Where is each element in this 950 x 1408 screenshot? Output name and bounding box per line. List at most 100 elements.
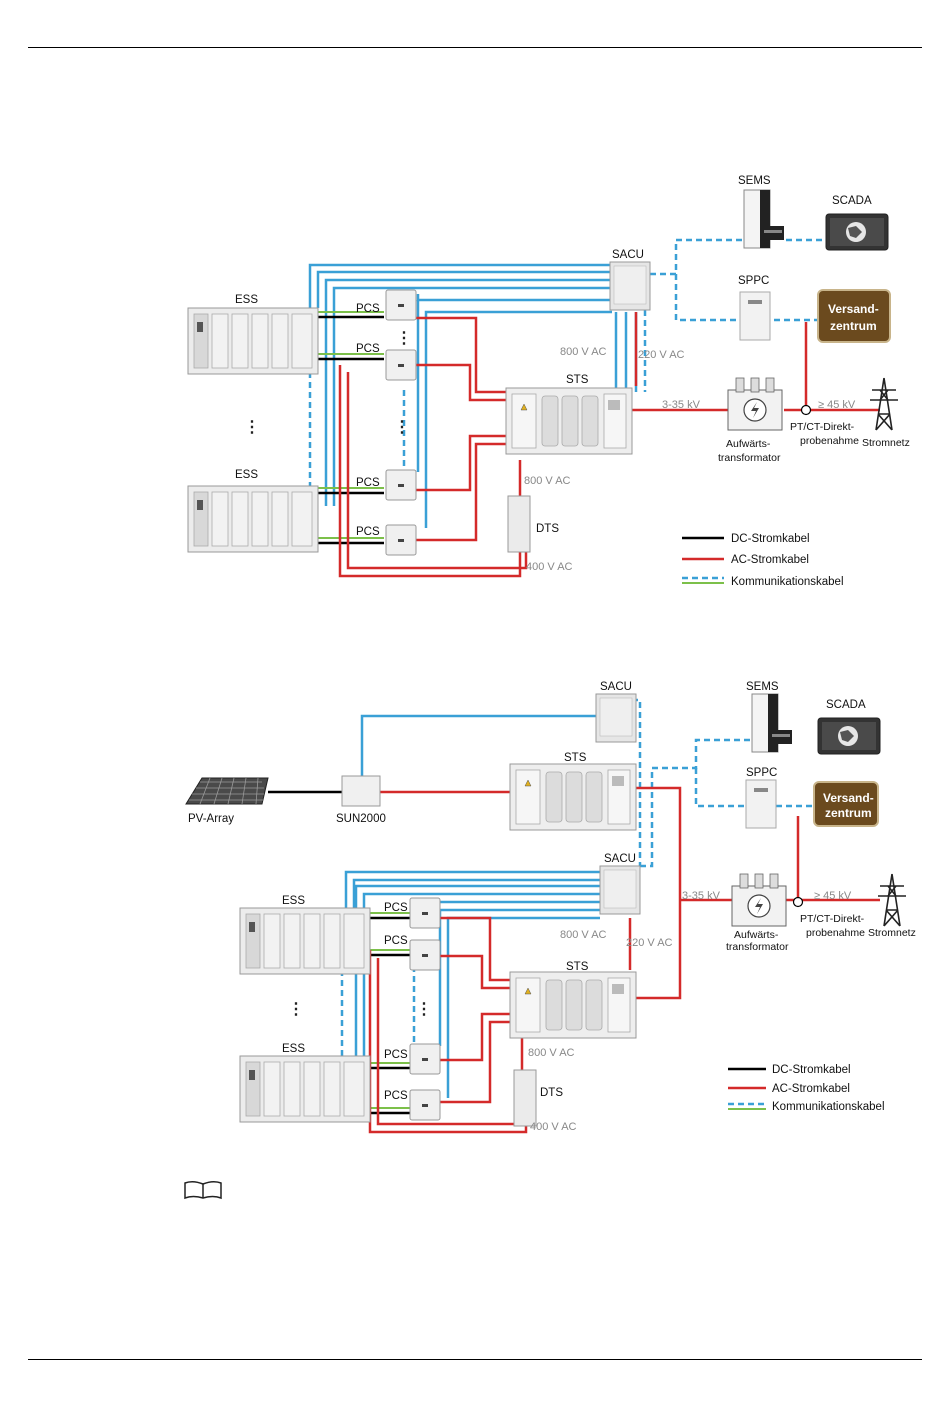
sacu-2-bottom	[599, 865, 641, 915]
ellipsis-pcs-2: ⋮	[416, 1001, 432, 1018]
transformer-icon	[727, 377, 783, 431]
label-3-35kv: 3-35 kV	[662, 399, 701, 411]
label-ptct-2b: probenahme	[806, 927, 865, 939]
label-dts: DTS	[536, 523, 559, 535]
label-45kv-2: ≥ 45 kV	[814, 890, 852, 902]
ess-1-bottom	[187, 485, 319, 553]
pcs-2-a	[409, 897, 441, 929]
label-pv-array: PV-Array	[188, 813, 234, 825]
label-dispatch-1: Versand-	[828, 302, 879, 316]
label-220v-2: 220 V AC	[626, 937, 673, 949]
sppc-1	[739, 291, 771, 341]
sts-1	[505, 387, 633, 455]
dts-2	[513, 1069, 537, 1127]
dc-cables-1	[318, 315, 384, 545]
label-sacu: SACU	[612, 249, 644, 261]
label-pcs-2c: PCS	[384, 1049, 408, 1061]
legend-comm: Kommunikationskabel	[731, 576, 844, 588]
ellipsis-pcs-1: ⋮	[394, 419, 410, 436]
label-400v-2: 400 V AC	[530, 1121, 577, 1133]
sacu-2-top	[595, 693, 637, 743]
label-transformer-2: transformator	[718, 452, 781, 464]
ess-2-top	[239, 907, 371, 975]
ac-cables-2	[368, 786, 880, 1134]
label-scada-2: SCADA	[826, 699, 866, 711]
legend-1: DC-Stromkabel AC-Stromkabel Kommunikatio…	[682, 533, 844, 588]
label-pcs-b: PCS	[356, 343, 380, 355]
label-pcs-2a: PCS	[384, 902, 408, 914]
label-sacu-bottom-2: SACU	[604, 853, 636, 865]
label-pcs-2d: PCS	[384, 1090, 408, 1102]
label-scada: SCADA	[832, 195, 872, 207]
label-45kv: ≥ 45 kV	[818, 399, 856, 411]
label-sts-bottom-2: STS	[566, 961, 589, 973]
label-sems-2: SEMS	[746, 681, 779, 693]
label-ess-bottom-2: ESS	[282, 1043, 305, 1055]
label-sun2000: SUN2000	[336, 813, 386, 825]
legend-comm-2: Kommunikationskabel	[772, 1101, 885, 1113]
pcs-1-c	[385, 469, 417, 501]
label-grid-2: Stromnetz	[868, 927, 916, 939]
book-icon	[184, 1180, 222, 1200]
ac-cables-1	[338, 312, 880, 578]
label-800v-top: 800 V AC	[560, 346, 607, 358]
label-pcs-c: PCS	[356, 477, 380, 489]
label-sppc-2: SPPC	[746, 767, 777, 779]
sems-2	[751, 693, 793, 753]
scada-2	[817, 717, 881, 755]
pcs-2-b	[409, 939, 441, 971]
label-800v-bottom-2: 800 V AC	[528, 1047, 575, 1059]
transmission-tower-2-icon	[877, 873, 907, 927]
pcs-1-d	[385, 524, 417, 556]
pcs-2-c	[409, 1043, 441, 1075]
label-ptct-1: PT/CT-Direkt-	[790, 421, 855, 433]
label-dispatch-2: zentrum	[830, 319, 877, 333]
pv-array-icon	[185, 777, 269, 805]
sun2000-inverter	[341, 775, 381, 807]
label-sts: STS	[566, 374, 589, 386]
ellipsis-pcs-1b: ⋮	[396, 330, 412, 347]
label-transformer-2a: Aufwärts-	[734, 929, 779, 941]
label-800v-top-2: 800 V AC	[560, 929, 607, 941]
label-sacu-top-2: SACU	[600, 681, 632, 693]
dispatch-center-2	[813, 781, 879, 827]
sts-2-bottom	[509, 971, 637, 1039]
label-transformer-1: Aufwärts-	[726, 438, 771, 450]
label-3-35kv-2: 3-35 kV	[682, 890, 721, 902]
label-sppc: SPPC	[738, 275, 769, 287]
ellipsis-ess-1: ⋮	[244, 419, 260, 436]
label-ess-top-2: ESS	[282, 895, 305, 907]
legend-dc-2: DC-Stromkabel	[772, 1064, 851, 1076]
ess-1-top	[187, 307, 319, 375]
label-dispatch-2b: zentrum	[825, 806, 872, 820]
label-pcs-d: PCS	[356, 526, 380, 538]
sacu-1	[609, 261, 651, 311]
footer-rule	[28, 1359, 922, 1360]
label-pcs-a: PCS	[356, 303, 380, 315]
scada-1	[825, 213, 889, 251]
ellipsis-ess-2: ⋮	[288, 1001, 304, 1018]
ess-2-bottom	[239, 1055, 371, 1123]
transmission-tower-icon	[869, 377, 899, 431]
diagram-1: ⋮ ⋮ ⋮ ESS ESS PCS PCS PCS PCS SACU SEMS …	[187, 175, 910, 588]
transformer-2-icon	[731, 873, 787, 927]
pcs-1-a	[385, 289, 417, 321]
label-sems: SEMS	[738, 175, 771, 187]
label-ptct-2: probenahme	[800, 435, 859, 447]
label-transformer-2b: transformator	[726, 941, 789, 953]
sppc-2	[745, 779, 777, 829]
legend-ac: AC-Stromkabel	[731, 554, 809, 566]
label-dispatch-2a: Versand-	[823, 791, 874, 805]
legend-dc: DC-Stromkabel	[731, 533, 810, 545]
pcs-2-d	[409, 1089, 441, 1121]
header-rule	[28, 47, 922, 48]
label-grid: Stromnetz	[862, 437, 910, 449]
label-ess-bottom: ESS	[235, 469, 258, 481]
label-220v: 220 V AC	[638, 349, 685, 361]
dispatch-center-1	[817, 289, 891, 343]
dts-1	[507, 495, 531, 553]
legend-ac-2: AC-Stromkabel	[772, 1083, 850, 1095]
diagram-2: ⋮ ⋮ PV-Array SUN2000 SACU STS SEMS SCADA…	[185, 681, 916, 1134]
label-800v-bottom: 800 V AC	[524, 475, 571, 487]
